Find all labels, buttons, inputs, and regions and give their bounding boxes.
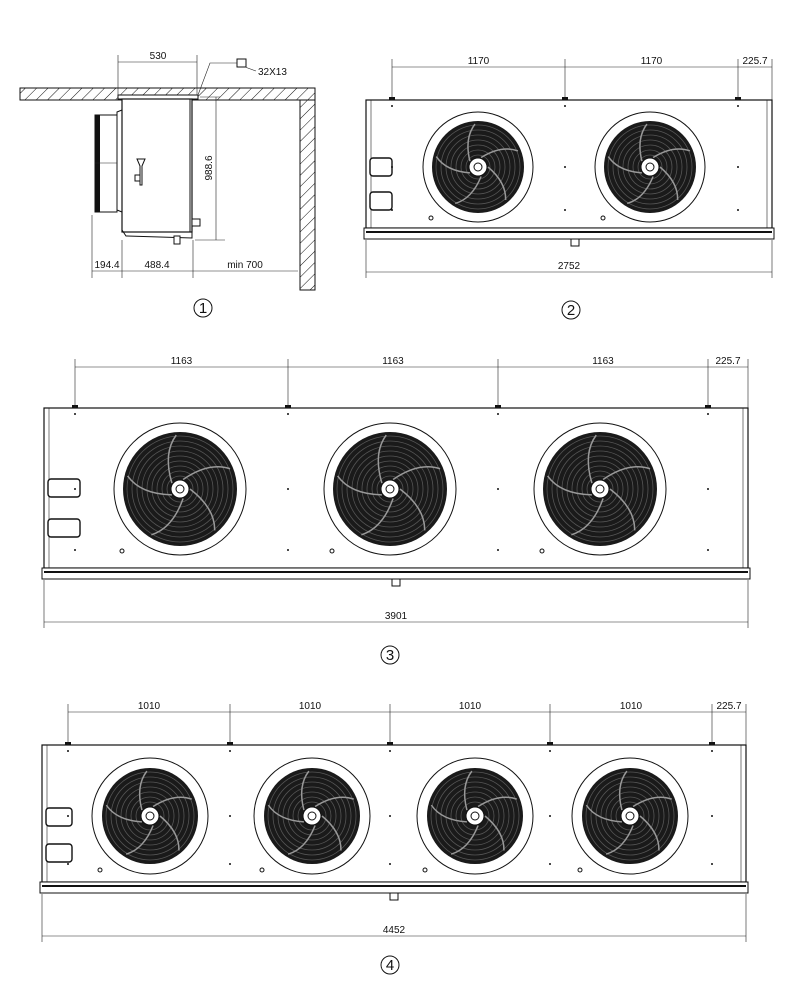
- drain-fitting: [389, 892, 399, 901]
- junction-box: [369, 157, 393, 177]
- dim-fan-pitch: 1010: [620, 701, 643, 712]
- front-view-3: 1163 1163 1163 225.7 3901 3: [41, 356, 751, 665]
- side-view: 530 32X13 988.6 194.4 488.4 min 700 1: [19, 51, 316, 318]
- valve-icon: [136, 158, 146, 186]
- dim-height: 988.6: [204, 155, 215, 180]
- front-view-4: 1010 1010 1010 1010 225.7 4452 4: [39, 701, 749, 975]
- fan-icon: [571, 757, 689, 875]
- drain-fitting: [173, 235, 181, 245]
- wall: [299, 99, 316, 291]
- dim-fan-pitch: 1170: [641, 56, 663, 67]
- front-view-2: 1170 1170 225.7 2752 2: [363, 56, 775, 320]
- dim-fan-pitch: 1163: [171, 356, 193, 367]
- connection-box: [191, 218, 201, 227]
- dim-end-offset: 225.7: [742, 56, 767, 67]
- junction-box: [369, 191, 393, 211]
- fan-icon: [594, 111, 706, 223]
- drain-fitting: [391, 578, 401, 587]
- dim-depth: 488.4: [144, 260, 169, 271]
- fan-icon: [91, 757, 209, 875]
- junction-box: [45, 843, 73, 863]
- view-label-2: 2: [567, 302, 575, 319]
- dim-total-length: 3901: [385, 611, 408, 622]
- fan-icon: [113, 422, 247, 556]
- dim-fan-pitch: 1163: [382, 356, 404, 367]
- junction-box: [45, 807, 73, 827]
- dim-fan-pitch: 1170: [468, 56, 490, 67]
- dim-fan: 194.4: [94, 260, 119, 271]
- drip-tray: [121, 229, 193, 239]
- view-label-4: 4: [386, 957, 394, 974]
- junction-box: [47, 478, 81, 498]
- fan-icon: [533, 422, 667, 556]
- fan-icon: [416, 757, 534, 875]
- view-label-circle: [561, 300, 581, 320]
- view-label-3: 3: [386, 647, 394, 664]
- dim-slot: 32X13: [258, 67, 287, 78]
- drain-fitting: [570, 238, 580, 247]
- view-label-circle: [380, 955, 400, 975]
- fan-icon: [422, 111, 534, 223]
- hanger-slot: [236, 58, 247, 68]
- dim-width: 530: [150, 51, 167, 62]
- dim-total-length: 2752: [558, 261, 581, 272]
- drip-tray: [363, 227, 775, 240]
- junction-box: [47, 518, 81, 538]
- dim-clearance: min 700: [227, 260, 263, 271]
- dim-fan-pitch: 1163: [592, 356, 614, 367]
- drip-tray: [39, 881, 749, 894]
- dim-fan-pitch: 1010: [299, 701, 322, 712]
- unit-body: [121, 98, 193, 233]
- dim-fan-pitch: 1010: [459, 701, 482, 712]
- dim-fan-pitch: 1010: [138, 701, 161, 712]
- view-label-circle: [380, 645, 400, 665]
- fan-icon: [253, 757, 371, 875]
- view-label-1: 1: [199, 300, 207, 317]
- dim-end-offset: 225.7: [716, 701, 741, 712]
- dim-total-length: 4452: [383, 925, 406, 936]
- fan-shroud: [116, 109, 123, 213]
- dim-end-offset: 225.7: [715, 356, 740, 367]
- fan-icon: [323, 422, 457, 556]
- drip-tray: [41, 567, 751, 580]
